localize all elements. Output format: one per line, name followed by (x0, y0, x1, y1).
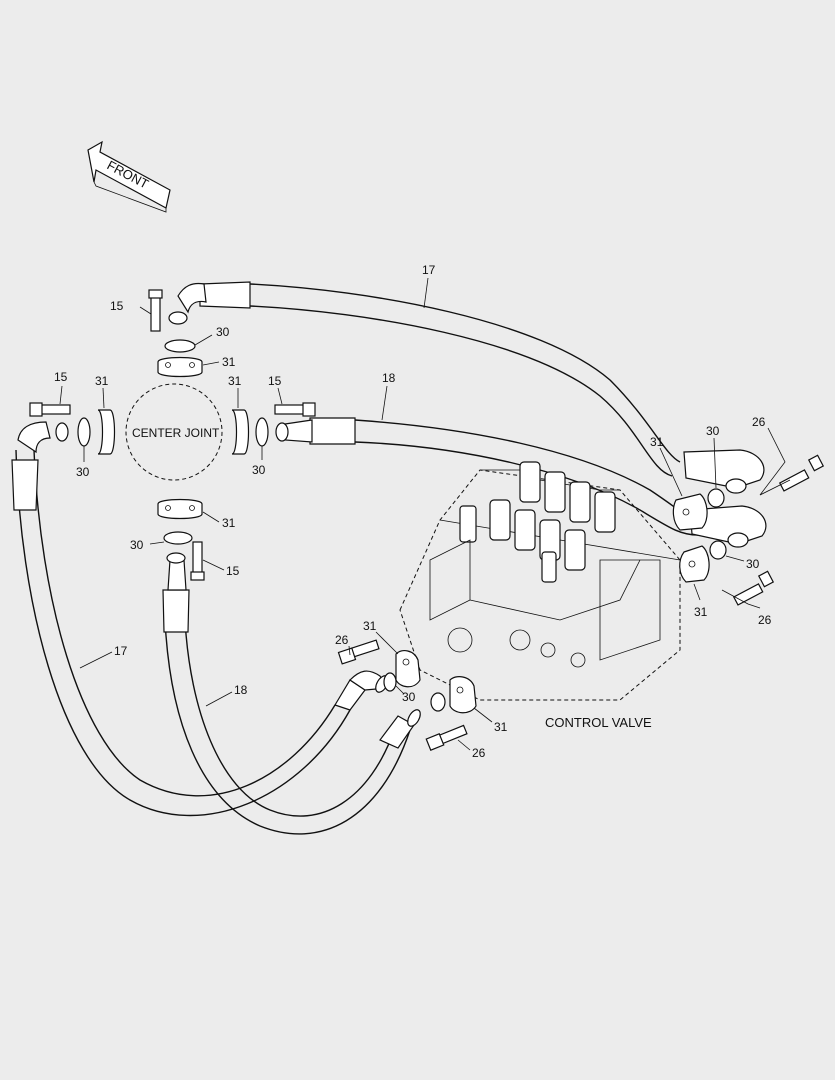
right-cj-parts: 31 15 30 (228, 374, 316, 477)
oring-30-cv-right (709, 540, 727, 560)
flange-31-cv-left (395, 650, 421, 688)
callout-30-bottom: 30 (130, 538, 144, 552)
control-valve: CONTROL VALVE (399, 461, 681, 730)
callout-26-cv-right: 26 (758, 613, 772, 627)
hose-callouts: 17 18 17 18 (79, 263, 436, 707)
flange-31-cv-upper (672, 493, 708, 531)
callout-18-left: 18 (234, 683, 248, 697)
flange-31-bottom (157, 498, 203, 520)
callout-30-top: 30 (216, 325, 230, 339)
flange-31-top (157, 356, 203, 378)
valve-spools (459, 461, 616, 583)
center-joint: CENTER JOINT (125, 383, 223, 481)
flange-31-left (97, 409, 116, 455)
callout-31-cv-right: 31 (694, 605, 708, 619)
bolt-26-cv-left (350, 639, 380, 658)
flange-31-cj-right (231, 409, 250, 455)
oring-30-cv-left (383, 672, 397, 692)
callout-15-bottom: 15 (226, 564, 240, 578)
oring-30-cv-upper (707, 488, 725, 508)
oring-30-top (164, 339, 196, 353)
callout-30-left: 30 (76, 465, 90, 479)
callout-17-left: 17 (114, 644, 128, 658)
bolt-15-top (150, 294, 161, 332)
oring-30-bottom (163, 531, 193, 545)
callout-15-right: 15 (268, 374, 282, 388)
callout-15-top: 15 (110, 299, 124, 313)
callout-15-left: 15 (54, 370, 68, 384)
top-cj-parts: 15 30 31 (110, 289, 236, 378)
callout-31-cv-upper: 31 (650, 435, 664, 449)
bolt-26-cv-right (732, 583, 764, 606)
callout-31-cj-right: 31 (228, 374, 242, 388)
callout-26-cv-low: 26 (472, 746, 486, 760)
bottom-cj-parts: 31 30 15 (130, 498, 240, 581)
callout-31-left: 31 (95, 374, 109, 388)
oring-30-cj-right (255, 417, 269, 447)
callout-18-top: 18 (382, 371, 396, 385)
cv-fittings-upper (683, 449, 767, 548)
callout-26-cv-left: 26 (335, 633, 349, 647)
bolt-15-right (274, 404, 306, 415)
cv-upper-parts: 31 30 26 30 31 26 (650, 415, 825, 627)
center-joint-label: CENTER JOINT (132, 426, 220, 440)
callout-26-cv-upper: 26 (752, 415, 766, 429)
oring-30-cv-low (430, 692, 446, 712)
callout-31-bottom: 31 (222, 516, 236, 530)
callout-30-cv-upper: 30 (706, 424, 720, 438)
hose-17 (11, 281, 681, 817)
bolt-15-left (39, 404, 71, 415)
bolt-26-cv-upper (778, 469, 810, 492)
callout-31-top: 31 (222, 355, 236, 369)
flange-31-cv-right (679, 545, 710, 583)
oring-30-left (77, 417, 91, 447)
callout-30-cj-right: 30 (252, 463, 266, 477)
cv-lower-parts: 26 31 30 31 26 (335, 619, 508, 760)
callout-30-cv-left: 30 (402, 690, 416, 704)
flange-31-cv-low (449, 676, 477, 714)
callout-31-cv-left: 31 (363, 619, 377, 633)
callout-31-cv-low: 31 (494, 720, 508, 734)
callout-30-cv-right: 30 (746, 557, 760, 571)
hose-18 (162, 417, 701, 835)
front-arrow: FRONT (87, 140, 171, 213)
callout-17-top: 17 (422, 263, 436, 277)
bolt-26-cv-low (438, 724, 468, 745)
bolt-15-bottom (192, 541, 203, 575)
control-valve-label: CONTROL VALVE (545, 715, 652, 730)
left-cj-parts: 15 31 30 (29, 370, 116, 479)
